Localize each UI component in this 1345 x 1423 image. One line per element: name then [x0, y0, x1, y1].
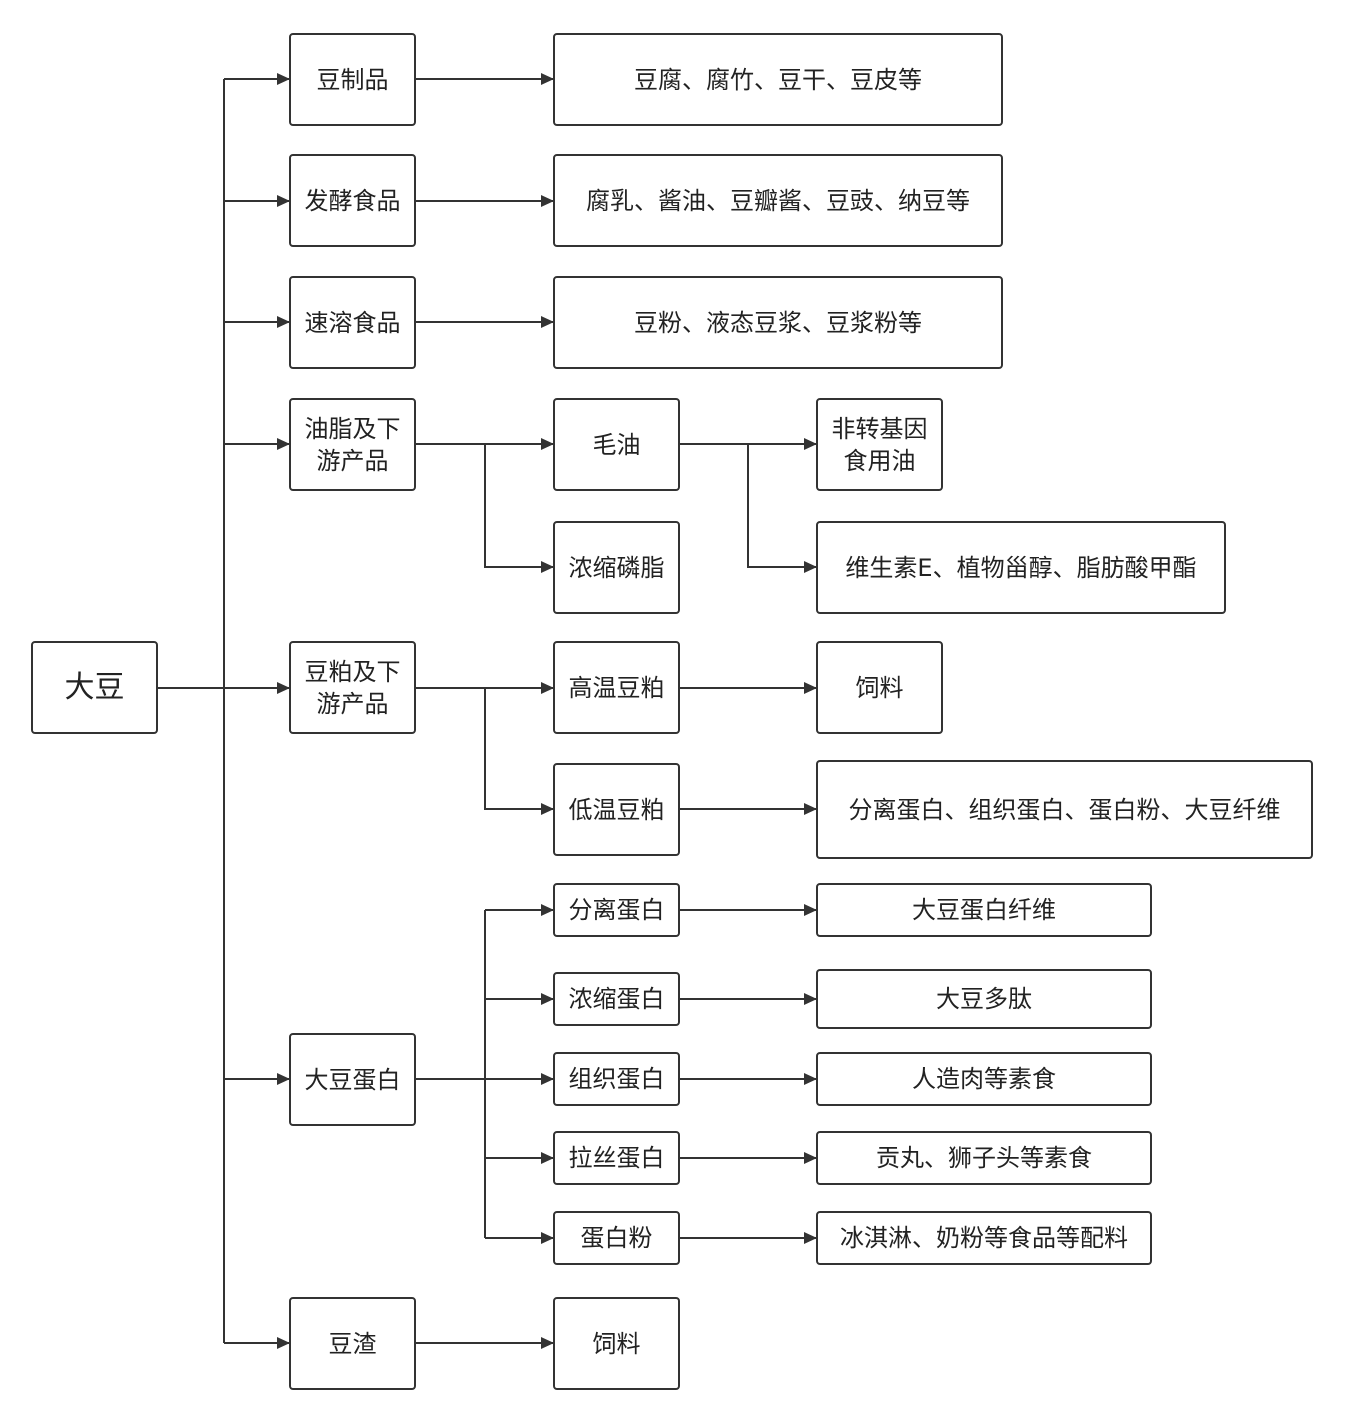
category-label: 豆制品 [316, 65, 389, 94]
product-protein-powder: 蛋白粉 [553, 1211, 680, 1265]
category-soy-products: 豆制品 [289, 33, 416, 126]
product-label: 拉丝蛋白 [568, 1144, 665, 1172]
arrow-phospholipid [484, 444, 554, 573]
product-low-temp-products: 分离蛋白、组织蛋白、蛋白粉、大豆纤维 [816, 760, 1313, 859]
product-label: 饲料 [855, 673, 904, 702]
product-crude-oil: 毛油 [553, 398, 680, 491]
product-isolate-protein: 分离蛋白 [553, 883, 680, 937]
product-label: 人造肉等素食 [912, 1065, 1056, 1093]
product-label: 浓缩磷脂 [568, 553, 665, 582]
category-label: 大豆蛋白 [304, 1065, 401, 1094]
root-node-soybean: 大豆 [31, 641, 158, 734]
category-meal: 豆粕及下 游产品 [289, 641, 416, 734]
category-label: 发酵食品 [304, 186, 401, 215]
arrow-oil-derivatives [747, 444, 817, 573]
product-high-temp-meal: 高温豆粕 [553, 641, 680, 734]
product-label: 大豆多肽 [936, 985, 1032, 1013]
product-label: 冰淇淋、奶粉等食品等配料 [840, 1224, 1128, 1252]
root-label: 大豆 [64, 669, 125, 705]
product-label: 蛋白粉 [580, 1224, 653, 1252]
product-label: 维生素E、植物甾醇、脂肪酸甲酯 [845, 553, 1197, 582]
product-textured-protein: 组织蛋白 [553, 1052, 680, 1106]
product-label: 豆腐、腐竹、豆干、豆皮等 [634, 65, 922, 94]
product-concentrated-phospholipid: 浓缩磷脂 [553, 521, 680, 614]
product-non-gmo-oil: 非转基因 食用油 [816, 398, 943, 491]
category-okara: 豆渣 [289, 1297, 416, 1390]
product-label: 贡丸、狮子头等素食 [876, 1144, 1092, 1172]
category-label: 豆粕及下 游产品 [304, 657, 401, 718]
product-soy-fiber: 大豆蛋白纤维 [816, 883, 1152, 937]
product-label: 饲料 [592, 1329, 641, 1358]
arrow-low-temp-meal [484, 688, 554, 815]
product-feed-meal: 饲料 [816, 641, 943, 734]
product-ingredients: 冰淇淋、奶粉等食品等配料 [816, 1211, 1152, 1265]
product-oil-derivatives: 维生素E、植物甾醇、脂肪酸甲酯 [816, 521, 1226, 614]
product-label: 浓缩蛋白 [568, 985, 665, 1013]
product-label: 非转基因 食用油 [831, 414, 928, 475]
product-drawn-protein: 拉丝蛋白 [553, 1131, 680, 1185]
product-instant-items: 豆粉、液态豆浆、豆浆粉等 [553, 276, 1003, 369]
product-label: 组织蛋白 [568, 1065, 665, 1093]
category-fermented: 发酵食品 [289, 154, 416, 247]
product-label: 大豆蛋白纤维 [912, 896, 1056, 924]
product-label: 高温豆粕 [568, 673, 665, 702]
category-protein: 大豆蛋白 [289, 1033, 416, 1126]
product-label: 毛油 [592, 430, 641, 459]
product-label: 腐乳、酱油、豆瓣酱、豆豉、纳豆等 [586, 186, 970, 215]
product-soy-products-items: 豆腐、腐竹、豆干、豆皮等 [553, 33, 1003, 126]
product-label: 豆粉、液态豆浆、豆浆粉等 [634, 308, 922, 337]
product-okara-feed: 饲料 [553, 1297, 680, 1390]
product-artificial-meat: 人造肉等素食 [816, 1052, 1152, 1106]
category-label: 油脂及下 游产品 [304, 414, 401, 475]
product-gongwan: 贡丸、狮子头等素食 [816, 1131, 1152, 1185]
category-oil: 油脂及下 游产品 [289, 398, 416, 491]
product-concentrate-protein: 浓缩蛋白 [553, 972, 680, 1026]
category-label: 豆渣 [328, 1329, 377, 1358]
category-instant: 速溶食品 [289, 276, 416, 369]
product-soy-peptide: 大豆多肽 [816, 969, 1152, 1029]
product-low-temp-meal: 低温豆粕 [553, 763, 680, 856]
category-label: 速溶食品 [304, 308, 401, 337]
product-label: 低温豆粕 [568, 795, 665, 824]
product-label: 分离蛋白 [568, 896, 665, 924]
product-label: 分离蛋白、组织蛋白、蛋白粉、大豆纤维 [848, 795, 1281, 824]
product-fermented-items: 腐乳、酱油、豆瓣酱、豆豉、纳豆等 [553, 154, 1003, 247]
